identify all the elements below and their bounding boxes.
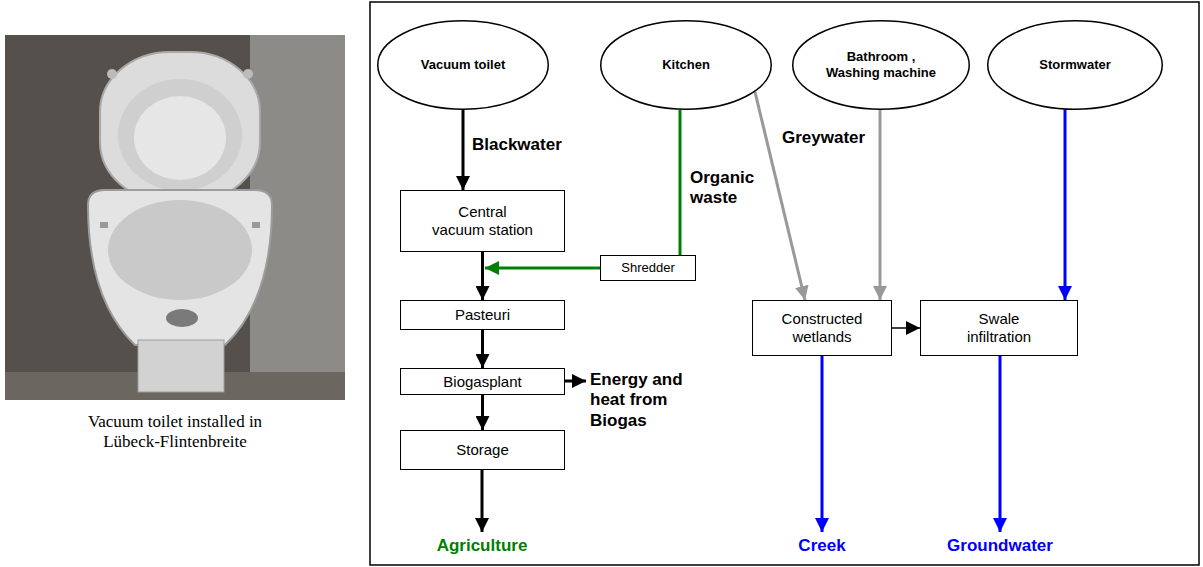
toilet-lid: [100, 52, 260, 202]
bowl-basin: [108, 200, 252, 300]
flow-arrow: [679, 110, 682, 255]
bowl-outlet: [166, 309, 198, 327]
node-label: Storage: [456, 441, 509, 459]
node-label: Pasteuri: [455, 306, 510, 324]
flow-arrow: [481, 252, 484, 300]
node-label: Bathroom , Washing machine: [819, 49, 944, 80]
process-box: Storage: [400, 430, 565, 470]
outlet-arrow: [565, 380, 586, 383]
node-label: Shredder: [621, 260, 674, 276]
photo-wall: [5, 35, 345, 400]
flow-label: Blackwater: [472, 135, 562, 155]
source-ellipse: Stormwater: [987, 20, 1163, 110]
rim-clip: [252, 222, 260, 228]
process-box: Shredder: [600, 255, 696, 281]
lid-hinge: [243, 69, 253, 79]
outlet-arrow: [999, 356, 1002, 532]
ellipse-outline: [601, 21, 772, 110]
outlet-arrow: [821, 356, 824, 532]
flow-arrow: [481, 330, 484, 368]
toilet-seat: [118, 79, 242, 191]
output-label: Energy and heat from Biogas: [590, 370, 690, 431]
source-ellipse: Bathroom , Washing machine: [792, 20, 970, 110]
flow-arrow: [481, 395, 484, 430]
flow-arrow: [462, 110, 465, 190]
lid-hinge: [107, 69, 117, 79]
outlet-label: Creek: [798, 536, 845, 556]
outlet-arrow: [481, 470, 484, 532]
process-box: Central vacuum station: [400, 190, 565, 252]
process-box: Swale infiltration: [920, 300, 1078, 356]
outlet-label: Groundwater: [947, 536, 1053, 556]
node-label: Vacuum toilet: [421, 57, 506, 73]
outlet-label: Agriculture: [437, 536, 528, 556]
flow-arrow: [1064, 110, 1067, 300]
rim-clip: [100, 222, 108, 228]
flow-arrow: [892, 327, 920, 329]
ellipse-outline: [378, 21, 549, 110]
node-label: Swale infiltration: [953, 310, 1045, 346]
source-ellipse: Vacuum toilet: [377, 20, 549, 110]
process-box: Biogasplant: [400, 368, 565, 395]
toilet-bowl: [88, 190, 272, 345]
flow-label: Organic waste: [690, 168, 770, 209]
source-ellipse: Kitchen: [600, 20, 772, 110]
flow-arrow: [485, 267, 600, 270]
node-label: Biogasplant: [443, 373, 521, 391]
photo-caption: Vacuum toilet installed in Lübeck-Flinte…: [84, 412, 266, 453]
toilet-photo: [5, 35, 345, 400]
ellipse-outline: [793, 21, 970, 110]
toilet-pedestal: [138, 340, 224, 392]
flow-arrow: [879, 110, 882, 300]
node-label: Constructed wetlands: [760, 310, 884, 346]
process-box: Constructed wetlands: [752, 300, 892, 356]
ellipse-outline: [988, 21, 1163, 110]
process-box: Pasteuri: [400, 300, 565, 330]
node-label: Stormwater: [1039, 57, 1111, 73]
flow-label: Greywater: [782, 128, 865, 148]
node-label: Kitchen: [662, 57, 710, 73]
diagram-frame: [370, 2, 1199, 565]
toilet-seat-inner: [134, 96, 226, 180]
node-label: Central vacuum station: [432, 203, 534, 239]
